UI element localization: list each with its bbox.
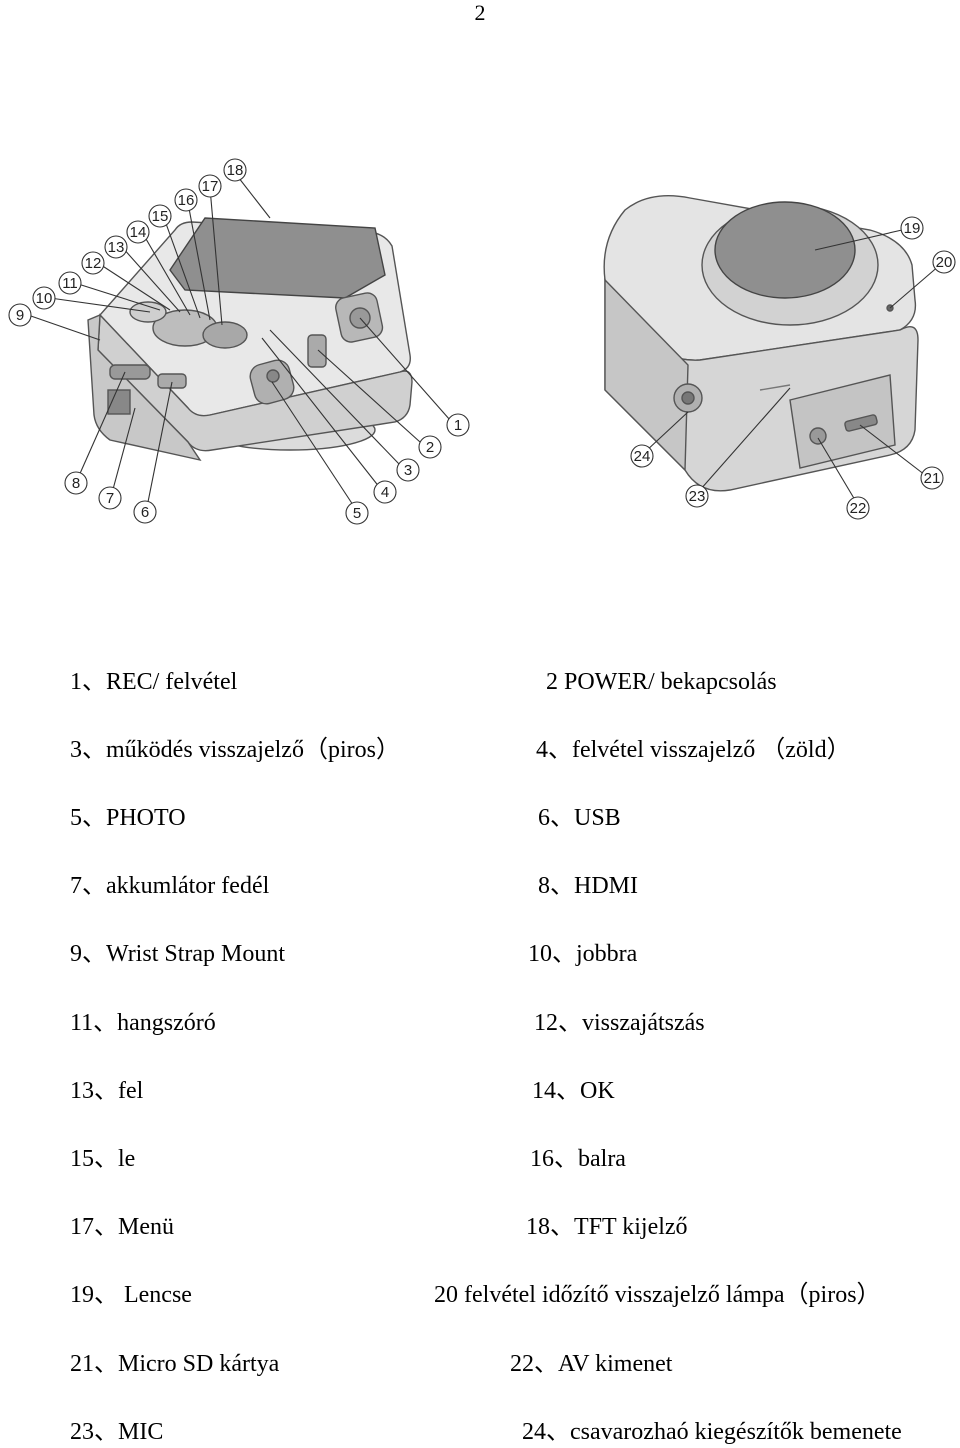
callout-12: 12 (85, 255, 102, 272)
legend-item-6: 6、USB (538, 805, 621, 831)
callout-11: 11 (62, 275, 78, 292)
callout-8: 8 (72, 475, 80, 492)
legend-item-19: 19、 Lencse (70, 1282, 192, 1308)
callout-17: 17 (202, 178, 219, 195)
callout-15: 15 (152, 208, 169, 225)
legend-item-24: 24、csavarozhaó kiegészítők bemenete (522, 1419, 902, 1445)
callout-4: 4 (381, 484, 389, 501)
callout-22: 22 (850, 500, 867, 517)
legend-item-23: 23、MIC (70, 1419, 164, 1445)
callout-20: 20 (936, 254, 953, 271)
legend-item-12: 12、visszajátszás (534, 1010, 705, 1036)
legend-item-18: 18、TFT kijelző (526, 1214, 688, 1240)
legend-item-3: 3、működés visszajelző（piros） (70, 737, 400, 763)
callout-5: 5 (353, 505, 361, 522)
camera-back-view (87, 217, 413, 462)
legend-item-2: 2 POWER/ bekapcsolás (546, 669, 777, 695)
callout-numbers: 1 2 3 4 5 6 7 8 9 10 11 12 13 14 15 16 1… (16, 162, 953, 522)
callout-21: 21 (924, 470, 941, 487)
callout-14: 14 (130, 224, 147, 241)
legend-item-11: 11、hangszóró (70, 1010, 216, 1036)
callout-23: 23 (689, 488, 706, 505)
legend-item-20: 20 felvétel időzítő visszajelző lámpa（pi… (434, 1282, 881, 1308)
callout-19: 19 (904, 220, 921, 237)
legend-item-13: 13、fel (70, 1078, 144, 1104)
legend-item-7: 7、akkumlátor fedél (70, 873, 270, 899)
camera-front-view (603, 195, 919, 492)
page-number: 2 (474, 0, 486, 25)
callout-3: 3 (404, 462, 412, 479)
callout-10: 10 (36, 290, 53, 307)
legend-item-14: 14、OK (532, 1078, 615, 1104)
callout-16: 16 (178, 192, 195, 209)
callout-7: 7 (106, 490, 114, 507)
camera-diagram: 1 2 3 4 5 6 7 8 9 10 11 12 13 14 15 16 1… (0, 150, 960, 530)
callout-24: 24 (634, 448, 651, 465)
callout-leaders (27, 172, 941, 509)
callout-2: 2 (426, 439, 434, 456)
legend-item-10: 10、jobbra (528, 941, 638, 967)
callout-18: 18 (227, 162, 244, 179)
callout-1: 1 (454, 417, 462, 434)
legend-item-22: 22、AV kimenet (510, 1351, 673, 1377)
legend-item-5: 5、PHOTO (70, 805, 186, 831)
legend-item-16: 16、balra (530, 1146, 626, 1172)
callout-13: 13 (108, 239, 125, 256)
legend-item-15: 15、le (70, 1146, 136, 1172)
legend-item-21: 21、Micro SD kártya (70, 1351, 280, 1377)
callout-9: 9 (16, 307, 24, 324)
legend-item-4: 4、felvétel visszajelző （zöld） (536, 737, 851, 763)
callout-6: 6 (141, 504, 149, 521)
legend-item-9: 9、Wrist Strap Mount (70, 941, 286, 967)
callout-labels (8, 158, 956, 525)
legend-item-17: 17、Menü (70, 1214, 174, 1240)
legend-item-1: 1、REC/ felvétel (70, 669, 238, 695)
legend-item-8: 8、HDMI (538, 873, 638, 899)
